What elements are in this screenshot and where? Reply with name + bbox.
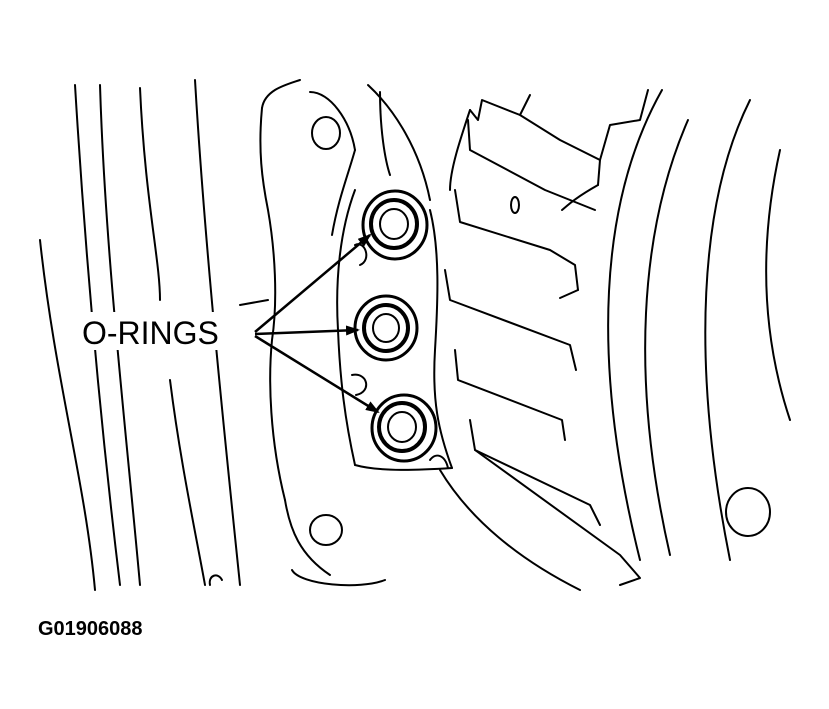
arrow-to-top-o-ring (254, 233, 372, 333)
o-ring-middle (353, 294, 419, 362)
arrow-to-middle-o-ring (254, 325, 360, 336)
callout-arrows (254, 233, 380, 414)
o-ring-bottom (370, 393, 438, 463)
figure-id: G01906088 (38, 618, 143, 640)
o-ring-top (361, 189, 429, 261)
o-rings-label: O-RINGS (82, 315, 219, 351)
label-backing (80, 312, 248, 350)
arrow-to-bottom-o-ring (254, 334, 380, 414)
housing-linework (39, 79, 791, 591)
